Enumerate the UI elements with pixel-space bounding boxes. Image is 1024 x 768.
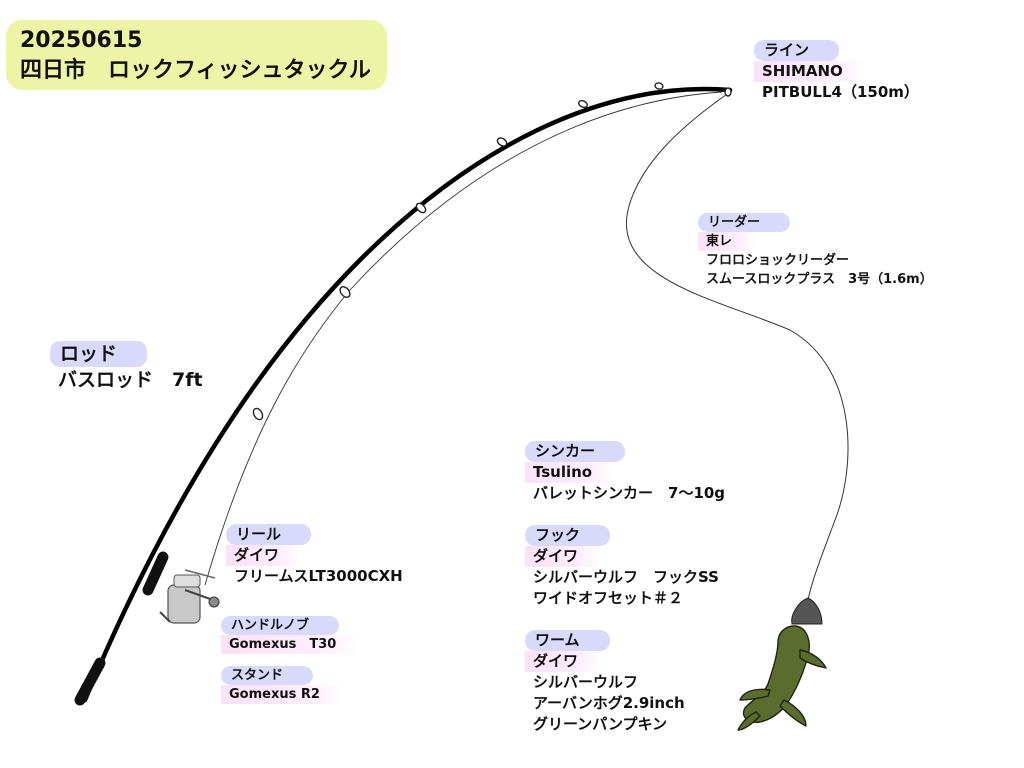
sinker-info: シンカー Tsulino バレットシンカー 7～10g: [525, 441, 726, 504]
line-info: ライン SHIMANO PITBULL4（150m）: [754, 40, 919, 103]
hook-brand: ダイワ: [525, 546, 603, 567]
leader-product-line1: フロロショックリーダー: [706, 253, 850, 268]
reel-brand: ダイワ: [226, 545, 304, 566]
rod-fore-grip: [142, 551, 169, 596]
reel-icon: [159, 569, 220, 624]
worm-icon: [737, 625, 827, 731]
worm-product-line1: シルバーウルフ: [533, 673, 639, 691]
line-brand: SHIMANO: [754, 61, 867, 82]
stand-category-label: スタンド: [221, 666, 314, 685]
sinker-brand: Tsulino: [525, 462, 617, 483]
rod-category-label: ロッド: [50, 341, 148, 367]
reel-product: フリームスLT3000CXH: [234, 567, 403, 585]
handle-knob-category-label: ハンドルノブ: [221, 616, 340, 635]
stand-info: スタンド Gomexus R2: [221, 666, 344, 704]
rod-guides: [252, 82, 732, 421]
handle-knob-product: Gomexus T30: [221, 635, 361, 654]
rod-info: ロッド バスロッド 7ft: [50, 341, 203, 393]
sinker-icon: [791, 597, 823, 625]
hook-product-line1: シルバーウルフ フックSS: [533, 568, 719, 586]
title-date: 20250615: [20, 28, 143, 53]
leader-category-label: リーダー: [698, 213, 791, 232]
reel-info: リール ダイワ フリームスLT3000CXH: [226, 524, 403, 587]
worm-product-line2: アーバンホグ2.9inch: [533, 694, 685, 712]
worm-product-line3: グリーンパンプキン: [533, 715, 668, 733]
sinker-product: バレットシンカー 7～10g: [533, 484, 726, 502]
leader-product-line2: スムースロックプラス 3号（1.6m）: [706, 272, 933, 287]
title-badge: 20250615 四日市 ロックフィッシュタックル: [6, 20, 387, 90]
fishing-line: [625, 91, 849, 601]
worm-category-label: ワーム: [525, 630, 610, 651]
line-product: PITBULL4（150m）: [762, 83, 919, 101]
reel-category-label: リール: [226, 524, 312, 545]
rod-product: バスロッド 7ft: [58, 369, 203, 391]
rod-line: [204, 91, 723, 586]
handle-knob-info: ハンドルノブ Gomexus T30: [221, 616, 361, 654]
stand-product: Gomexus R2: [221, 685, 344, 704]
leader-brand: 東レ: [698, 232, 757, 251]
hook-info: フック ダイワ シルバーウルフ フックSS ワイドオフセット＃２: [525, 525, 719, 609]
sinker-category-label: シンカー: [525, 441, 626, 462]
worm-brand: ダイワ: [525, 651, 603, 672]
line-category-label: ライン: [754, 40, 840, 61]
leader-info: リーダー 東レ フロロショックリーダー スムースロックプラス 3号（1.6m）: [698, 213, 933, 289]
rod-blank: [82, 86, 733, 703]
worm-info: ワーム ダイワ シルバーウルフ アーバンホグ2.9inch グリーンパンプキン: [525, 630, 685, 735]
title-subtitle: 四日市 ロックフィッシュタックル: [20, 58, 371, 83]
rod-grip: [74, 657, 106, 706]
hook-product-line2: ワイドオフセット＃２: [533, 589, 684, 607]
hook-category-label: フック: [525, 525, 611, 546]
